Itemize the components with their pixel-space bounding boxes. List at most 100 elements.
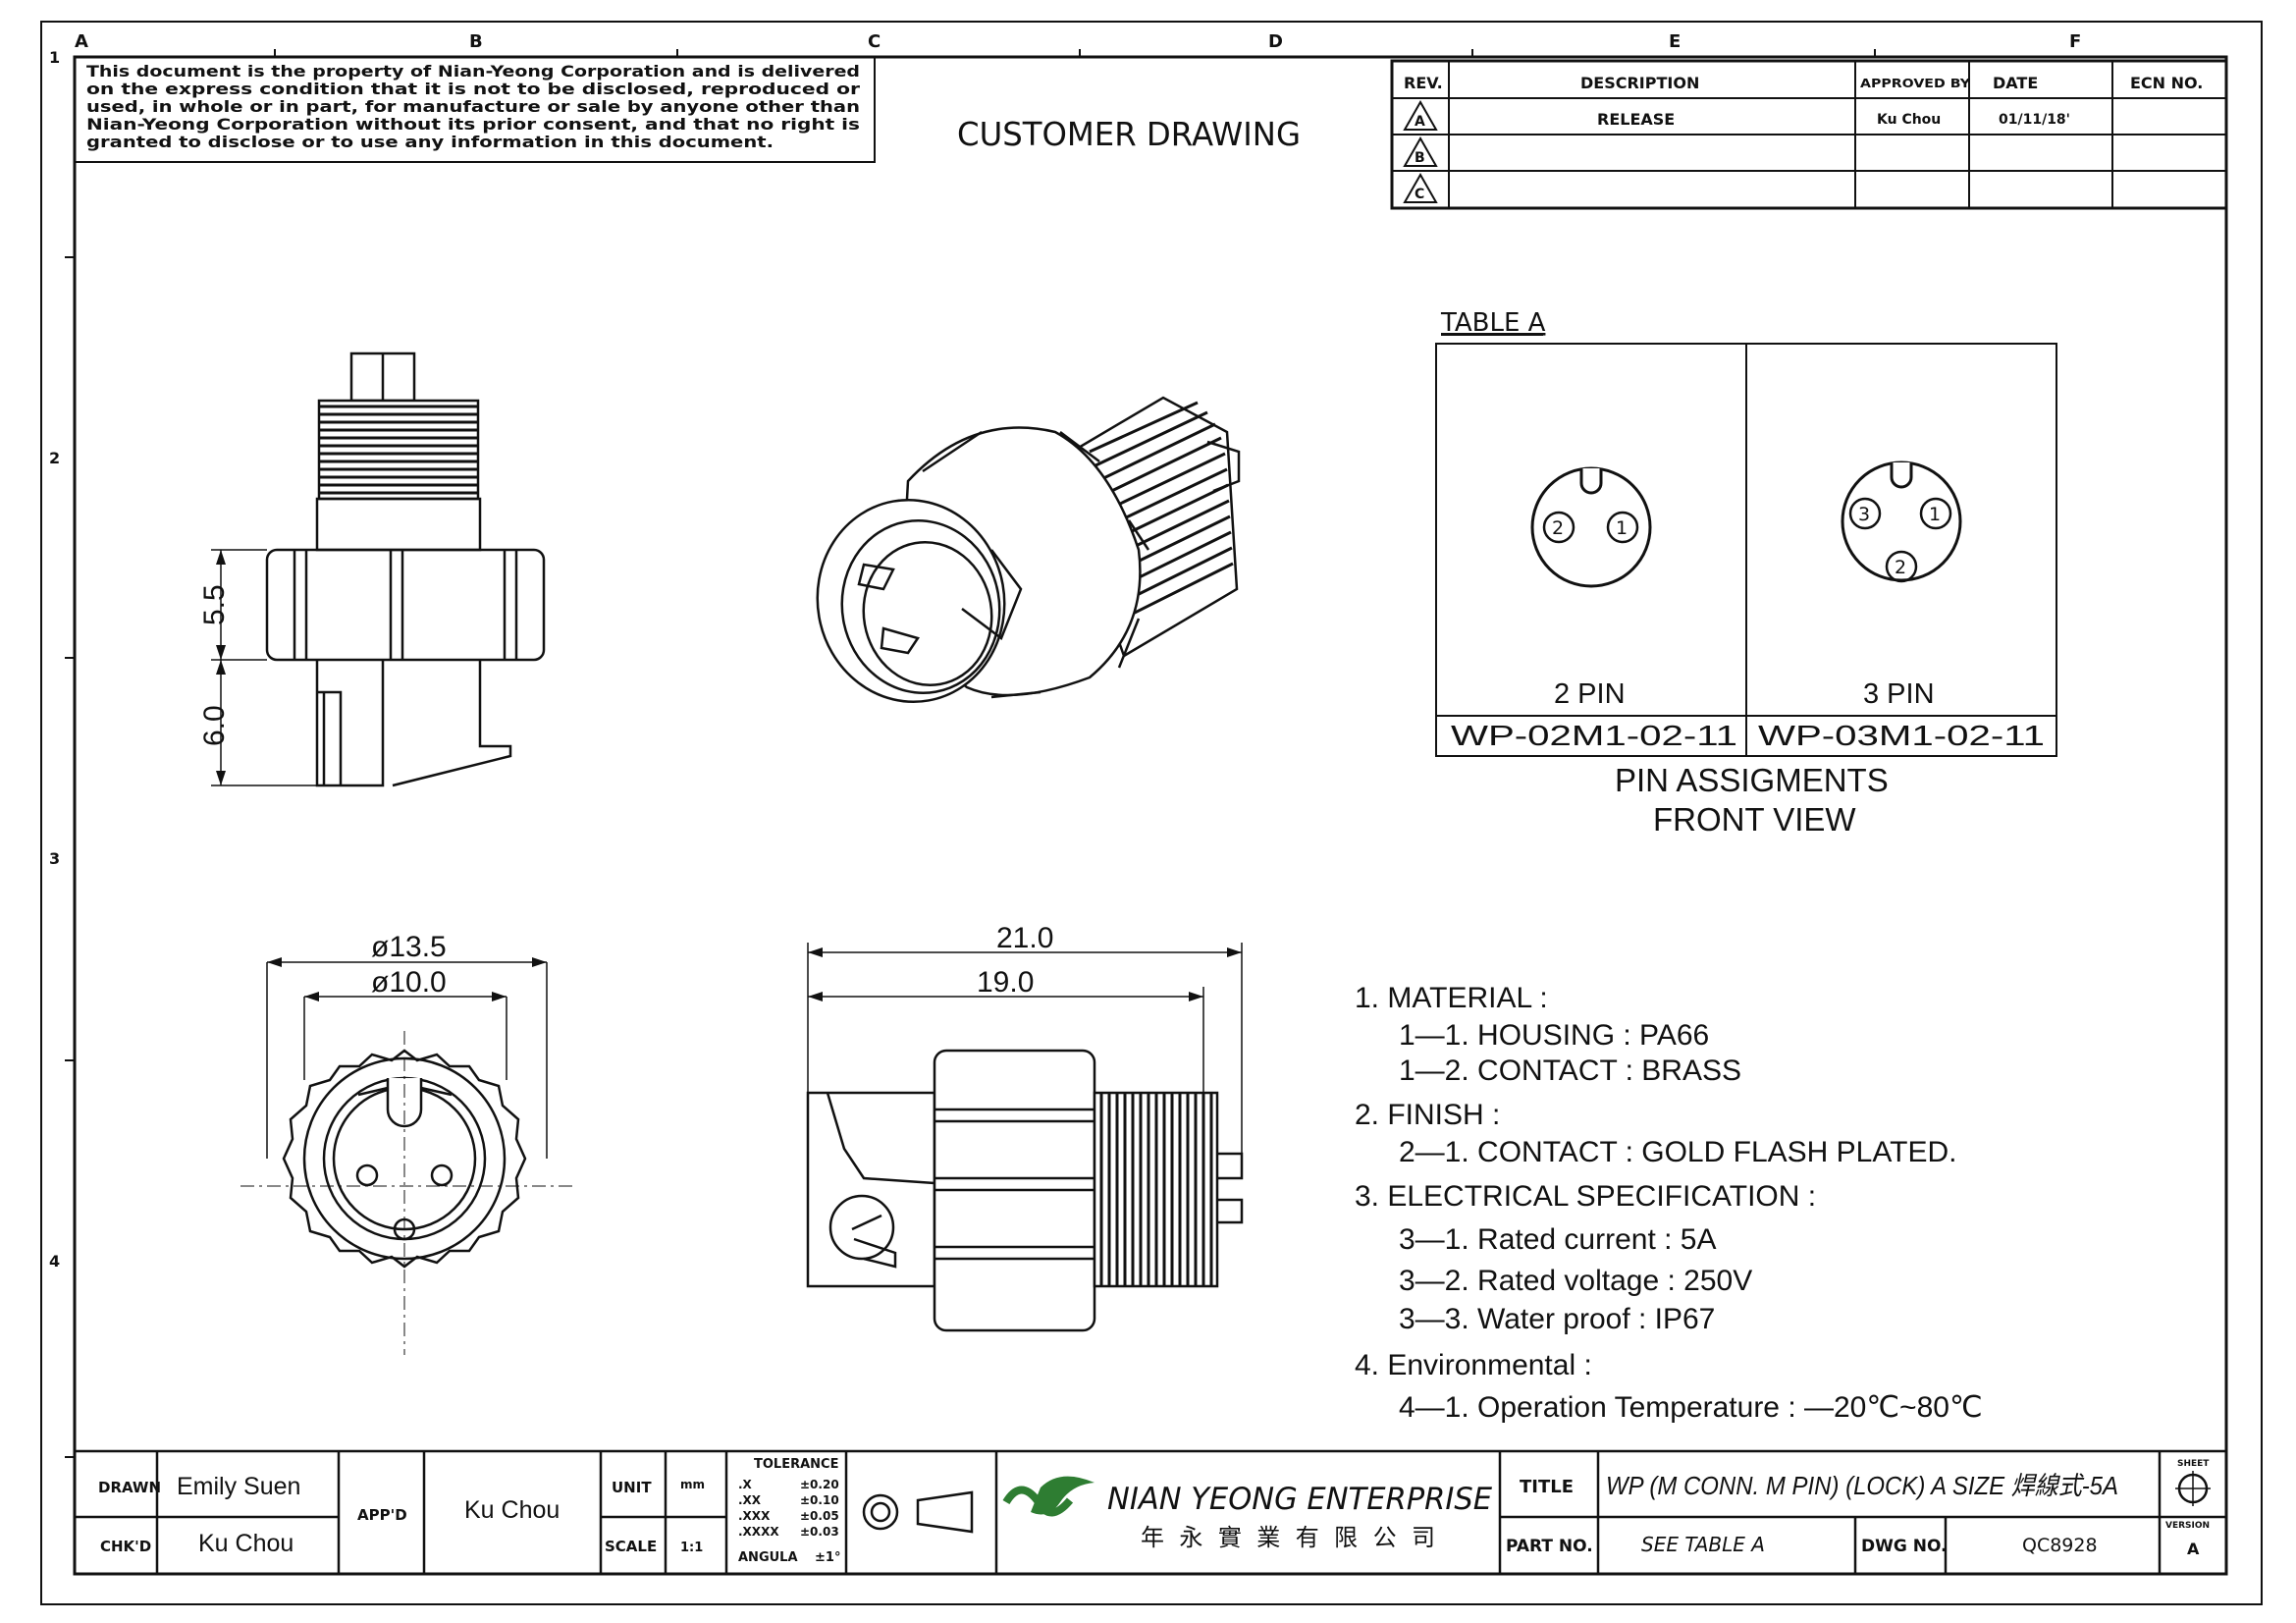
three-pin-part-number: WP-03M1-02-11	[1758, 721, 2045, 752]
date-header: DATE	[1993, 74, 2038, 92]
rev-description: RELEASE	[1597, 110, 1675, 129]
outer-frame	[40, 21, 2263, 1605]
two-pin-key	[1579, 468, 1603, 495]
side-view-drawing	[211, 352, 546, 787]
notice-line: on the express condition that it is not …	[86, 80, 860, 98]
spec-line: 3—1. Rated current : 5A	[1399, 1223, 1717, 1256]
tolerance-title: TOLERANCE	[754, 1457, 838, 1472]
col-letter-e: E	[1669, 31, 1681, 52]
rev-date: 01/11/18'	[1999, 112, 2070, 128]
rev-header: REV.	[1404, 74, 1443, 92]
notice-line: granted to disclose or to use any inform…	[86, 133, 774, 151]
drawn-label: DRAWN	[98, 1479, 161, 1496]
scale-value: 1:1	[680, 1541, 703, 1555]
table-a	[1435, 343, 2057, 757]
col-letter-b: B	[469, 31, 483, 52]
length-view-drawing	[806, 943, 1244, 1332]
col-letter-c: C	[868, 31, 881, 52]
dwg-no: QC8928	[2022, 1535, 2098, 1556]
spec-line: 4. Environmental :	[1355, 1349, 1592, 1381]
column-ticks	[274, 49, 1876, 57]
scale-label: SCALE	[605, 1538, 657, 1555]
pin-number: 3	[1858, 504, 1870, 525]
company-chinese-name: 年 永 實 業 有 限 公 司	[1141, 1524, 1435, 1551]
drawing-type-label: CUSTOMER DRAWING	[957, 115, 1301, 153]
spec-line: 3—2. Rated voltage : 250V	[1399, 1265, 1752, 1297]
appd-label: APP'D	[357, 1506, 407, 1524]
chkd-by: Ku Chou	[198, 1530, 294, 1557]
tolerance-key: ANGULA	[738, 1550, 798, 1565]
spec-line: 3—3. Water proof : IP67	[1399, 1303, 1715, 1335]
drawing-title: WP (M CONN. M PIN) (LOCK) A SIZE 焊線式-5A	[1606, 1471, 2118, 1500]
dwg-no-label: DWG NO.	[1861, 1537, 1948, 1556]
approved-by-header: APPROVED BY	[1860, 77, 1970, 90]
part-no: SEE TABLE A	[1641, 1533, 1765, 1556]
pin-number: 1	[1616, 517, 1628, 539]
row-number-3: 3	[49, 849, 60, 868]
dimension-overall-length: 21.0	[996, 922, 1053, 954]
pin-number: 2	[1552, 517, 1564, 539]
ecn-header: ECN NO.	[2130, 74, 2203, 92]
tolerance-key: .XXXX	[738, 1525, 779, 1539]
title-block	[73, 1449, 2228, 1576]
dimension-inner-diameter: ø10.0	[371, 966, 447, 999]
notice-line: used, in whole or in part, for manufactu…	[86, 97, 860, 116]
tolerance-key: .XXX	[738, 1509, 771, 1523]
spec-line: 1—2. CONTACT : BRASS	[1399, 1055, 1741, 1087]
company-logo	[1002, 1476, 1095, 1517]
tolerance-value: ±0.05	[800, 1509, 839, 1523]
part-no-label: PART NO.	[1506, 1537, 1593, 1556]
dimension-outer-diameter: ø13.5	[371, 931, 447, 963]
version-label: VERSION	[2165, 1521, 2210, 1531]
three-pin-key	[1890, 462, 1913, 489]
drawn-by: Emily Suen	[177, 1473, 300, 1500]
appd-by: Ku Chou	[464, 1496, 560, 1524]
row-number-1: 1	[49, 48, 60, 67]
two-pin-part-number: WP-02M1-02-11	[1451, 721, 1737, 752]
title-label: TITLE	[1520, 1477, 1574, 1497]
col-letter-f: F	[2069, 31, 2081, 52]
unit-label: UNIT	[612, 1479, 652, 1496]
unit-value: mm	[680, 1478, 705, 1491]
version-value: A	[2187, 1540, 2200, 1558]
col-letter-a: A	[75, 31, 88, 52]
spec-line: 4—1. Operation Temperature : —20℃~80℃	[1399, 1391, 1983, 1424]
tolerance-value: ±0.20	[800, 1478, 839, 1491]
two-pin-label: 2 PIN	[1554, 678, 1626, 710]
front-view-caption: FRONT VIEW	[1653, 801, 1856, 838]
spec-line: 1. MATERIAL :	[1355, 982, 1548, 1014]
spec-line: 2—1. CONTACT : GOLD FLASH PLATED.	[1399, 1136, 1956, 1168]
notice-box	[74, 56, 876, 163]
inner-frame	[73, 55, 2228, 1576]
spec-line: 1—1. HOUSING : PA66	[1399, 1019, 1709, 1052]
spec-line: 2. FINISH :	[1355, 1099, 1500, 1131]
tolerance-value: ±1°	[815, 1550, 840, 1565]
tolerance-key: .X	[738, 1478, 753, 1491]
tolerance-key: .XX	[738, 1493, 762, 1507]
rev-letter-c: C	[1415, 187, 1424, 202]
sheet-label: SHEET	[2177, 1459, 2210, 1469]
tolerance-value: ±0.03	[800, 1525, 839, 1539]
pin-number: 2	[1895, 557, 1906, 578]
chkd-label: CHK'D	[100, 1538, 151, 1555]
revision-table	[1390, 59, 2228, 210]
row-ticks	[65, 256, 75, 1458]
pin-number: 1	[1929, 504, 1941, 525]
spec-line: 3. ELECTRICAL SPECIFICATION :	[1355, 1180, 1816, 1213]
isometric-view-drawing	[816, 396, 1241, 704]
rev-letter-a: A	[1415, 114, 1425, 130]
notice-line: This document is the property of Nian-Ye…	[86, 62, 860, 81]
col-letter-d: D	[1268, 31, 1283, 52]
tolerance-value: ±0.10	[800, 1493, 839, 1507]
notice-line: Nian-Yeong Corporation without its prior…	[86, 115, 860, 134]
dimension-6-0: 6.0	[198, 705, 231, 746]
rev-letter-b: B	[1415, 150, 1425, 166]
front-view-drawing	[240, 957, 574, 1355]
pin-assignments-caption: PIN ASSIGMENTS	[1615, 762, 1889, 798]
dimension-5-5: 5.5	[198, 584, 231, 625]
three-pin-label: 3 PIN	[1863, 678, 1935, 710]
table-a-title: TABLE A	[1440, 308, 1546, 338]
spec-notes: 1. MATERIAL : 1—1. HOUSING : PA66 1—2. C…	[1355, 982, 1983, 1424]
row-number-4: 4	[49, 1252, 60, 1271]
